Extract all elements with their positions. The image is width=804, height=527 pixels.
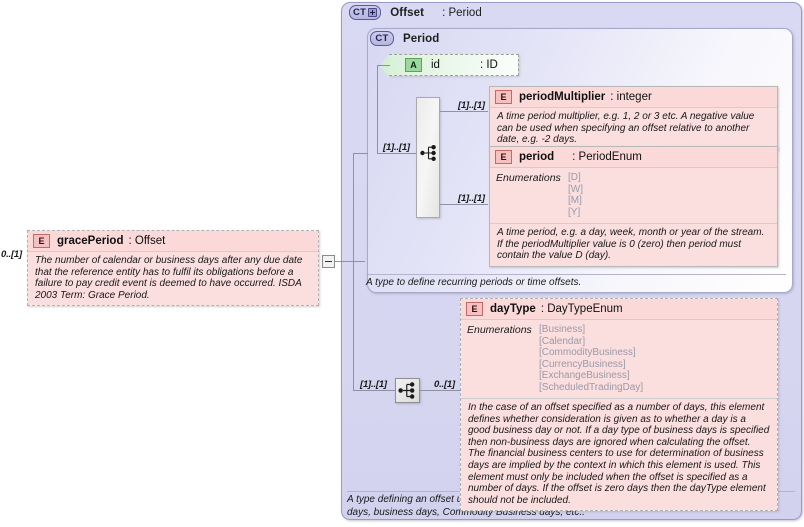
element-daytype-title: E dayType : DayTypeEnum xyxy=(461,299,777,319)
connector-outer-to-seq xyxy=(353,390,396,391)
period-name: Period xyxy=(403,32,440,45)
element-periodmultiplier-name: periodMultiplier xyxy=(519,91,606,103)
element-graceperiod-title: E gracePeriod : Offset xyxy=(28,231,318,251)
enum-value: [M] xyxy=(568,195,582,206)
cardinality-graceperiod: 0..[1] xyxy=(1,249,22,260)
period-header: CT Period xyxy=(370,31,439,46)
element-periodmultiplier-title: E periodMultiplier : integer xyxy=(490,87,777,107)
enum-value: [ScheduledTradingDay] xyxy=(539,381,644,393)
element-daytype-type: : DayTypeEnum xyxy=(540,303,623,315)
ct-label: CT xyxy=(353,7,367,18)
element-period-doc: A time period, e.g. a day, week, month o… xyxy=(490,223,777,266)
element-badge: E xyxy=(33,234,50,248)
connector-outer-to-period xyxy=(353,153,368,154)
connector-to-periodmultiplier xyxy=(440,111,488,112)
connector-id-trunk xyxy=(377,65,378,153)
connector-to-period xyxy=(440,204,488,205)
collapse-minus-icon-graceperiod[interactable] xyxy=(322,255,335,268)
period-type-doc: A type to define recurring periods or ti… xyxy=(366,274,786,290)
connector-id-branch xyxy=(377,65,390,66)
element-daytype-doc: In the case of an offset specified as a … xyxy=(461,398,777,511)
enum-value: [CurrencyBusiness] xyxy=(539,358,626,370)
enum-value: [Calendar] xyxy=(539,335,586,347)
enumeration-values: [D] [W] [M] [Y] xyxy=(568,172,583,218)
element-daytype-enumerations: Enumerations [Business] [Calendar] [Comm… xyxy=(461,319,777,398)
element-period-title: E period : PeriodEnum xyxy=(490,147,777,167)
cardinality-daytype-seq-in: [1]..[1] xyxy=(360,379,387,390)
element-badge: E xyxy=(495,90,512,104)
element-period[interactable]: E period : PeriodEnum Enumerations [D] [… xyxy=(489,146,778,267)
cardinality-periodmultiplier: [1]..[1] xyxy=(458,100,485,111)
attribute-id[interactable]: A id : ID xyxy=(380,54,519,78)
enum-value: [ExchangeBusiness] xyxy=(539,370,630,381)
offset-name: Offset xyxy=(390,6,425,19)
enum-value: [D] xyxy=(568,172,581,183)
cardinality-daytype-out: 0..[1] xyxy=(434,379,455,390)
enum-value: [CommodityBusiness] xyxy=(539,347,636,358)
element-badge: E xyxy=(466,302,483,316)
complextype-badge-period[interactable]: CT xyxy=(370,31,394,46)
offset-type: : Period xyxy=(442,6,482,19)
enum-value: [Business] xyxy=(539,324,586,335)
cardinality-period: [1]..[1] xyxy=(458,193,485,204)
element-graceperiod-name: gracePeriod xyxy=(57,235,124,247)
sequence-icon-offset xyxy=(398,382,415,399)
enumerations-label: Enumerations xyxy=(467,324,532,336)
enumerations-label: Enumerations xyxy=(496,172,561,184)
element-periodmultiplier-doc: A time period multiplier, e.g. 1, 2 or 3… xyxy=(490,107,777,150)
complextype-badge-offset[interactable]: CT xyxy=(349,5,382,20)
element-graceperiod-type: : Offset xyxy=(128,235,166,247)
element-periodmultiplier[interactable]: E periodMultiplier : integer A time peri… xyxy=(489,86,778,151)
attribute-id-name: id xyxy=(431,59,440,71)
element-graceperiod[interactable]: E gracePeriod : Offset The number of cal… xyxy=(27,230,319,307)
attribute-id-type: : ID xyxy=(479,59,498,71)
attribute-badge: A xyxy=(405,58,422,72)
element-periodmultiplier-type: : integer xyxy=(610,91,652,103)
element-badge: E xyxy=(495,150,512,164)
sequence-icon-period xyxy=(420,145,436,161)
element-period-name: period xyxy=(519,151,555,163)
element-period-type: : PeriodEnum xyxy=(572,151,642,163)
connector-seq-in xyxy=(377,153,417,154)
element-graceperiod-doc: The number of calendar or business days … xyxy=(28,251,318,306)
connector-outer-trunk xyxy=(353,153,354,390)
offset-header: CT Offset : Period xyxy=(349,5,482,20)
enum-value: [Y] xyxy=(568,206,581,218)
element-daytype[interactable]: E dayType : DayTypeEnum Enumerations [Bu… xyxy=(460,298,778,512)
connector-graceperiod-to-offset xyxy=(335,261,365,262)
connector-seq-to-daytype xyxy=(420,390,461,391)
element-daytype-name: dayType xyxy=(490,303,536,315)
element-period-enumerations: Enumerations [D] [W] [M] [Y] xyxy=(490,167,777,223)
enumeration-values: [Business] [Calendar] [CommodityBusiness… xyxy=(539,324,643,393)
cardinality-sequence-in: [1]..[1] xyxy=(383,142,410,153)
expand-plus-icon[interactable] xyxy=(368,8,378,17)
enum-value: [W] xyxy=(568,183,583,195)
